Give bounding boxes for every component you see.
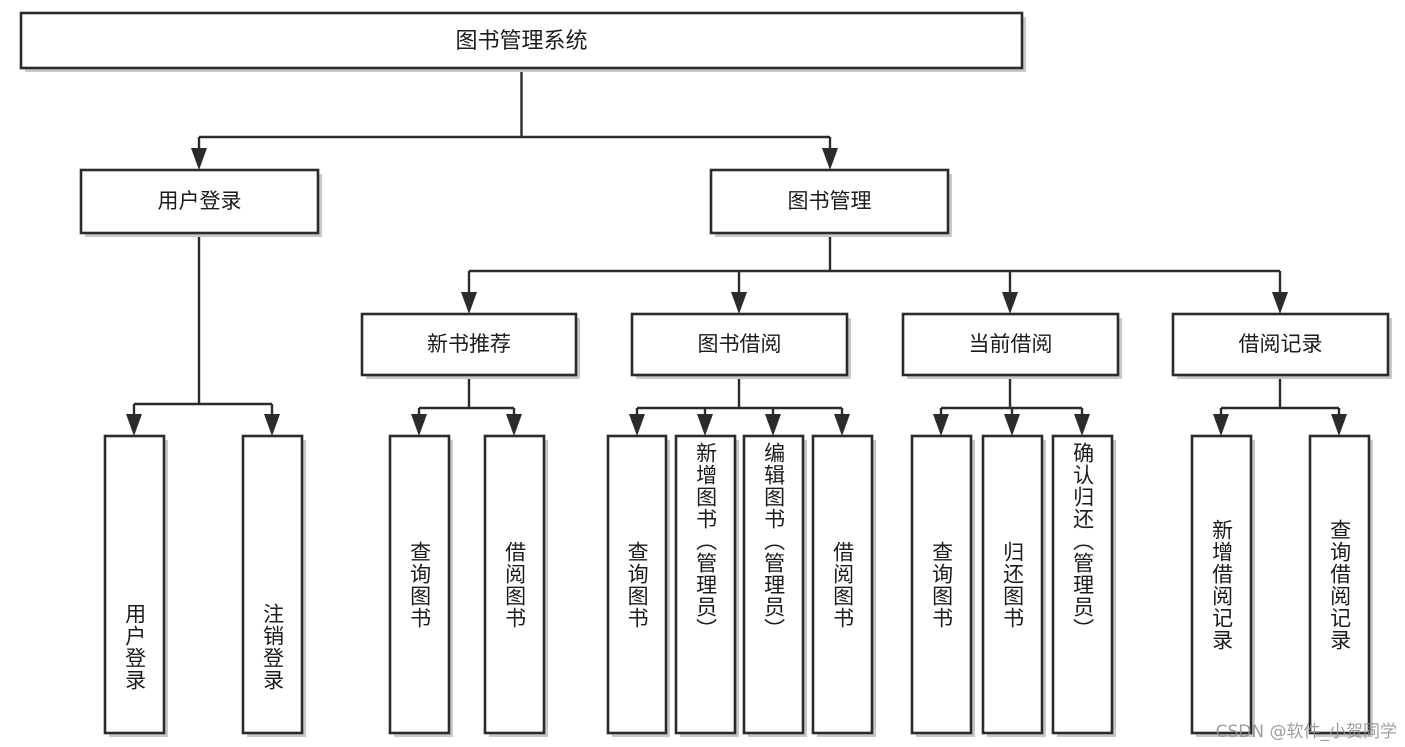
node-book-manage[interactable]: 图书管理 (709, 168, 952, 237)
arrow-to-leaf-add-record (1213, 414, 1229, 436)
arrow-to-current-borrow (1002, 292, 1018, 314)
arrow-to-leaf-confirm-return (1074, 414, 1090, 436)
arrow-to-leaf-query-book-2 (629, 414, 645, 436)
book-manage-label: 图书管理 (788, 189, 872, 213)
node-root[interactable]: 图书管理系统 (19, 11, 1026, 72)
user-login-label: 用户登录 (158, 189, 242, 213)
node-user-login[interactable]: 用户登录 (79, 168, 322, 237)
edge-new-book-recommend-to-bus (417, 375, 516, 426)
current-borrow-label: 当前借阅 (969, 332, 1053, 356)
new-book-recommend-box[interactable] (360, 312, 578, 377)
leaf-query-book-2-box[interactable] (606, 434, 668, 735)
leaf-logout-login-box[interactable] (241, 434, 304, 735)
edge-root-to-bus (197, 68, 832, 160)
leaf-borrow-book-1-box[interactable] (483, 434, 546, 735)
edge-book-manage-to-bus (467, 233, 1282, 304)
leaf-query-record-box[interactable] (1308, 434, 1371, 735)
node-book-borrow[interactable]: 图书借阅 (630, 312, 851, 379)
leaf-user-login-box[interactable] (103, 434, 166, 735)
arrow-to-borrow-record (1272, 292, 1288, 314)
edge-user-login-to-bus (132, 233, 274, 426)
arrow-to-leaf-query-book-3 (933, 414, 949, 436)
edge-borrow-record-to-bus (1219, 375, 1341, 426)
node-new-book-recommend[interactable]: 新书推荐 (360, 312, 580, 379)
leaf-confirm-return-box[interactable] (1051, 434, 1114, 735)
root-label: 图书管理系统 (455, 29, 587, 54)
arrow-to-leaf-user-login (126, 414, 142, 436)
leaf-borrow-book-2-box[interactable] (811, 434, 874, 735)
book-borrow-box[interactable] (630, 312, 849, 377)
user-login-box[interactable] (79, 168, 320, 235)
leaf-box-layer (103, 434, 1373, 737)
connector-layer (126, 68, 1347, 436)
arrow-to-leaf-add-book (697, 414, 713, 436)
arrow-to-leaf-return-book (1004, 414, 1020, 436)
leaf-add-record-box[interactable] (1190, 434, 1253, 735)
edge-book-borrow-to-bus (635, 375, 844, 426)
arrow-to-leaf-query-record (1331, 414, 1347, 436)
leaf-query-book-3-box[interactable] (910, 434, 973, 735)
leaf-query-book-1-box[interactable] (388, 434, 451, 735)
leaf-return-book-box[interactable] (981, 434, 1044, 735)
arrow-to-leaf-borrow-book-1 (506, 414, 522, 436)
arrow-to-leaf-query-book-1 (411, 414, 427, 436)
arrow-to-new-book-recommend (461, 292, 477, 314)
arrow-to-book-manage (822, 148, 838, 170)
borrow-record-box[interactable] (1171, 312, 1390, 377)
leaf-add-book-box[interactable] (674, 434, 737, 735)
new-book-recommend-label: 新书推荐 (427, 332, 511, 356)
node-borrow-record[interactable]: 借阅记录 (1171, 312, 1392, 379)
root-box[interactable] (19, 11, 1024, 70)
arrow-to-leaf-logout-login (264, 414, 280, 436)
node-current-borrow[interactable]: 当前借阅 (901, 312, 1122, 379)
current-borrow-box[interactable] (901, 312, 1120, 377)
arrow-to-book-borrow (731, 292, 747, 314)
arrow-to-leaf-borrow-book-2 (834, 414, 850, 436)
arrow-to-user-login (191, 148, 207, 170)
borrow-record-label: 借阅记录 (1239, 332, 1323, 356)
book-manage-box[interactable] (709, 168, 950, 235)
book-borrow-label: 图书借阅 (698, 332, 782, 356)
leaf-edit-book-box[interactable] (742, 434, 805, 735)
arrow-to-leaf-edit-book (765, 414, 781, 436)
